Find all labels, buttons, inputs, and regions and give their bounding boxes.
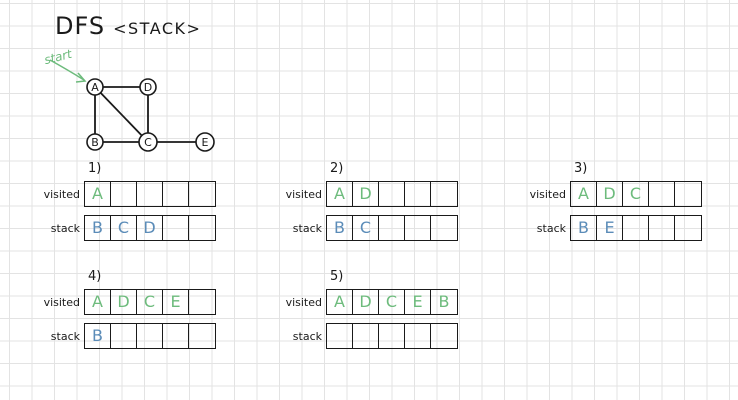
node-circle bbox=[86, 133, 104, 151]
page-title: DFS <STACK> bbox=[55, 14, 201, 38]
node-label: C bbox=[144, 136, 152, 149]
visited-row-cell: A bbox=[85, 290, 111, 314]
node-circle bbox=[138, 132, 158, 152]
start-arrowhead bbox=[75, 72, 87, 83]
node-d: D bbox=[139, 78, 157, 96]
stack-label: stack bbox=[536, 222, 566, 235]
stack-row-cell bbox=[379, 324, 405, 348]
stack-row-cell bbox=[405, 324, 431, 348]
visited-row-cell bbox=[431, 182, 457, 206]
visited-row-cell: D bbox=[597, 182, 623, 206]
node-c: C bbox=[138, 132, 158, 152]
visited-label: visited bbox=[529, 188, 566, 201]
visited-row-cell bbox=[649, 182, 675, 206]
node-circle bbox=[139, 78, 157, 96]
edge-a-c bbox=[94, 86, 149, 143]
visited-label: visited bbox=[285, 188, 322, 201]
node-label: A bbox=[91, 81, 99, 94]
stack-row-cell bbox=[649, 216, 675, 240]
step-number: 5) bbox=[330, 269, 344, 284]
visited-row-cell bbox=[189, 290, 215, 314]
visited-row-cell bbox=[111, 182, 137, 206]
stack-row-cell bbox=[327, 324, 353, 348]
visited-row-cell: B bbox=[438, 292, 450, 311]
subtitle-text: <STACK> bbox=[113, 19, 202, 38]
stack-row-cell bbox=[405, 216, 431, 240]
stack-row-cell bbox=[111, 324, 137, 348]
visited-label: visited bbox=[285, 296, 322, 309]
visited-row-cell: C bbox=[137, 290, 163, 314]
stack-row-cell bbox=[189, 324, 215, 348]
node-e: E bbox=[195, 132, 215, 152]
stack-row-cell bbox=[163, 216, 189, 240]
stack-label: stack bbox=[292, 222, 322, 235]
stack-row: B bbox=[84, 323, 216, 349]
visited-row-cell: D bbox=[353, 290, 379, 314]
stack-row-cell bbox=[675, 216, 701, 240]
stack-row-cell bbox=[163, 324, 189, 348]
stack-row-cell bbox=[431, 216, 457, 240]
stack-row-cell: B bbox=[571, 216, 597, 240]
stack-row-cell: E bbox=[597, 216, 623, 240]
visited-row-cell: A bbox=[327, 182, 353, 206]
stack-row-cell bbox=[379, 216, 405, 240]
node-label: D bbox=[144, 81, 152, 94]
stack-row-cell bbox=[189, 216, 215, 240]
stack-row-cell bbox=[431, 324, 457, 348]
visited-label: visited bbox=[43, 188, 80, 201]
visited-label: visited bbox=[43, 296, 80, 309]
visited-row-cell: A bbox=[327, 290, 353, 314]
visited-row-cell: C bbox=[379, 290, 405, 314]
stack-row bbox=[326, 323, 458, 349]
stack-row-cell: B bbox=[327, 216, 353, 240]
step-number: 2) bbox=[330, 161, 344, 176]
stack-row-cell bbox=[353, 324, 379, 348]
node-circle bbox=[86, 78, 104, 96]
visited-row-cell bbox=[405, 182, 431, 206]
visited-row-cell bbox=[379, 182, 405, 206]
node-label: B bbox=[91, 136, 99, 149]
node-label: E bbox=[202, 136, 209, 149]
stack-row-cell bbox=[137, 324, 163, 348]
step-number: 4) bbox=[88, 269, 102, 284]
step-number: 3) bbox=[574, 161, 588, 176]
stack-label: stack bbox=[50, 330, 80, 343]
stack-row-cell: B bbox=[85, 216, 111, 240]
start-arrow bbox=[49, 59, 85, 81]
visited-row-cell: E bbox=[405, 290, 431, 314]
visited-row-cell: A bbox=[85, 182, 111, 206]
visited-row-cell: E bbox=[163, 290, 189, 314]
visited-row-cell bbox=[675, 182, 701, 206]
stack-row-cell: C bbox=[111, 216, 137, 240]
visited-row-cell: D bbox=[353, 182, 379, 206]
stack-row-cell: B bbox=[85, 324, 111, 348]
visited-row-cell bbox=[137, 182, 163, 206]
node-b: B bbox=[86, 133, 104, 151]
visited-row-cell bbox=[163, 182, 189, 206]
node-a: A bbox=[86, 78, 104, 96]
visited-row-cell: C bbox=[623, 182, 649, 206]
stack-label: stack bbox=[50, 222, 80, 235]
visited-row-cell: D bbox=[111, 290, 137, 314]
visited-row-cell: A bbox=[571, 182, 597, 206]
stack-label: stack bbox=[292, 330, 322, 343]
title-text: DFS bbox=[55, 12, 106, 40]
stack-row-cell: C bbox=[353, 216, 379, 240]
visited-row: A bbox=[84, 181, 216, 207]
step-number: 1) bbox=[88, 161, 102, 176]
visited-row-cell bbox=[189, 182, 215, 206]
stack-row-cell bbox=[623, 216, 649, 240]
node-circle bbox=[195, 132, 215, 152]
stack-row-cell: D bbox=[137, 216, 163, 240]
